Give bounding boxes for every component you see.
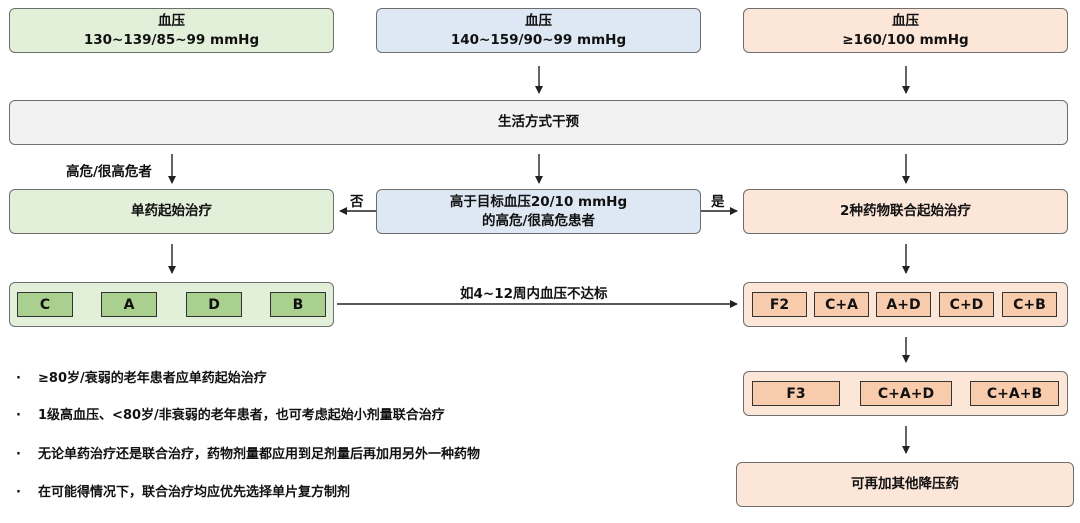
bullet-1-text: ≥80岁/衰弱的老年患者应单药起始治疗 (38, 371, 267, 386)
bp-box-grade3-range: ≥160/100 mmHg (842, 31, 969, 48)
drug-chip-c-a-d: C+A+D (860, 381, 952, 406)
drug-chip-c: C (17, 292, 73, 317)
bullet-4-text: 在可能得情况下，联合治疗均应优先选择单片复方制剂 (38, 485, 351, 500)
drug-chip-c-b: C+B (1002, 292, 1057, 317)
drug-chip-d: D (186, 292, 242, 317)
lifestyle-label: 生活方式干预 (498, 114, 579, 130)
drug-chip-f2: F2 (752, 292, 807, 317)
bp-box-grade3-title: 血压 (892, 12, 919, 29)
bullet-3-marker: · (16, 447, 21, 462)
not-reached-label: 如4~12周内血压不达标 (460, 286, 608, 302)
mono-start-box: 单药起始治疗 (9, 189, 334, 234)
high-risk-label: 高危/很高危者 (66, 164, 152, 180)
bullet-3-text: 无论单药治疗还是联合治疗，药物剂量都应用到足剂量后再加用另外一种药物 (38, 447, 481, 462)
bullet-1-marker: · (16, 371, 21, 386)
bullet-1: · ≥80岁/衰弱的老年患者应单药起始治疗 (16, 367, 267, 386)
bp-box-grade2-title: 血压 (525, 12, 552, 29)
bp-box-grade1-title: 血压 (158, 12, 185, 29)
mono-start-label: 单药起始治疗 (131, 203, 212, 219)
final-box: 可再加其他降压药 (736, 462, 1074, 507)
bullet-3: · 无论单药治疗还是联合治疗，药物剂量都应用到足剂量后再加用另外一种药物 (16, 443, 480, 462)
final-label: 可再加其他降压药 (851, 476, 959, 492)
bp-box-grade3: 血压 ≥160/100 mmHg (743, 8, 1068, 53)
combo-start-label: 2种药物联合起始治疗 (840, 203, 971, 219)
bp-box-grade2-range: 140~159/90~99 mmHg (450, 31, 627, 48)
decision-line1: 高于目标血压20/10 mmHg (449, 193, 628, 210)
drug-chip-b: B (270, 292, 326, 317)
drug-chip-c-a: C+A (814, 292, 869, 317)
drug-chip-a: A (101, 292, 157, 317)
drug-chip-f3: F3 (752, 381, 840, 406)
combo-start-box: 2种药物联合起始治疗 (743, 189, 1068, 234)
drug-chip-c-d: C+D (939, 292, 994, 317)
bullet-2-text: 1级高血压、<80岁/非衰弱的老年患者，也可考虑起始小剂量联合治疗 (38, 408, 445, 423)
bp-box-grade1: 血压 130~139/85~99 mmHg (9, 8, 334, 53)
yes-label: 是 (711, 194, 725, 210)
bp-box-grade2: 血压 140~159/90~99 mmHg (376, 8, 701, 53)
bullet-4-marker: · (16, 485, 21, 500)
drug-chip-a-d: A+D (876, 292, 931, 317)
decision-box: 高于目标血压20/10 mmHg 的高危/很高危患者 (376, 189, 701, 234)
lifestyle-bar: 生活方式干预 (9, 100, 1068, 145)
drug-chip-c-a-b: C+A+B (970, 381, 1059, 406)
bullet-4: · 在可能得情况下，联合治疗均应优先选择单片复方制剂 (16, 481, 350, 500)
bullet-2-marker: · (16, 408, 21, 423)
bullet-2: · 1级高血压、<80岁/非衰弱的老年患者，也可考虑起始小剂量联合治疗 (16, 404, 445, 423)
decision-line2: 的高危/很高危患者 (482, 212, 595, 229)
no-label: 否 (350, 194, 364, 210)
bp-box-grade1-range: 130~139/85~99 mmHg (83, 31, 260, 48)
